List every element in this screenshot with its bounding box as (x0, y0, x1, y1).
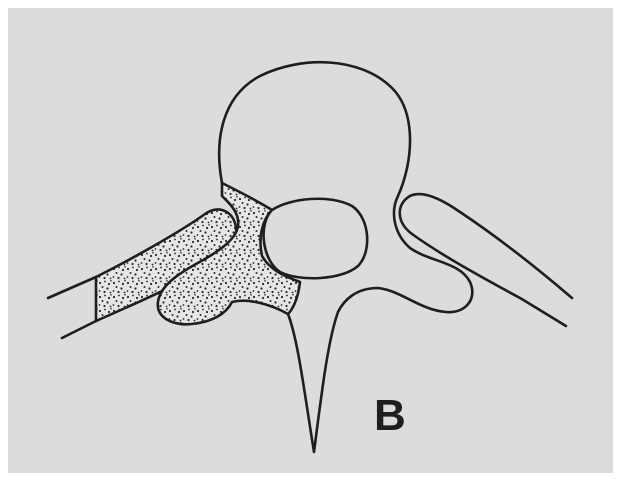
panel-label: B (374, 391, 406, 440)
spinal-canal (264, 199, 368, 278)
